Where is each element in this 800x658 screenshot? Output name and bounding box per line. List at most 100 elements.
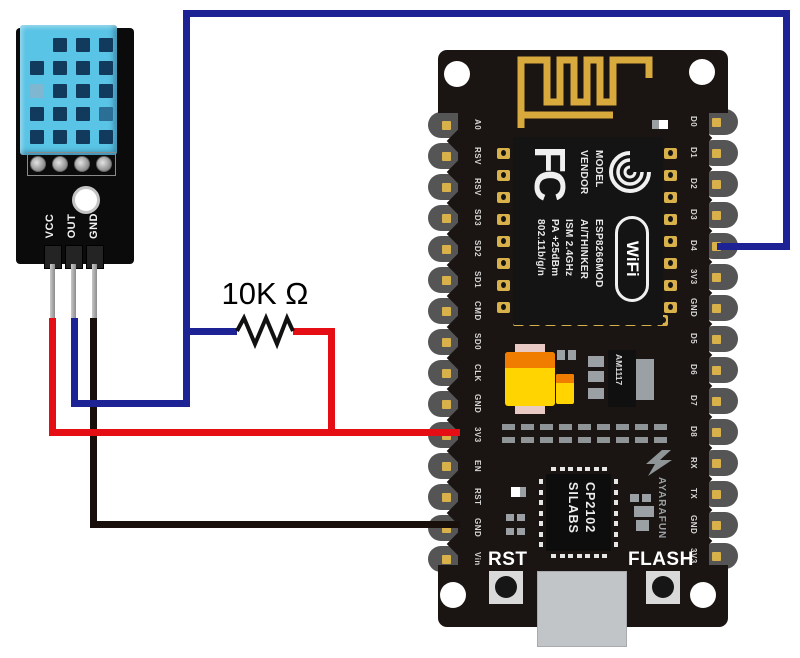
sensor-hole <box>53 38 67 52</box>
solder-joint <box>96 156 112 172</box>
solder-pad <box>597 437 610 443</box>
resistor-lead-left <box>190 328 237 335</box>
sensor-hole <box>99 38 113 52</box>
mounting-hole <box>690 582 716 608</box>
gnd-pin <box>92 264 97 320</box>
wifi-logo: WiFi <box>615 216 649 302</box>
solder-pad <box>654 437 667 443</box>
regulator-label: AM1117 <box>614 354 624 386</box>
pin-contact <box>442 493 451 502</box>
pin-contact <box>712 366 721 375</box>
wifi-antenna-trace <box>517 56 653 128</box>
chip-pin <box>614 521 618 526</box>
data-wire-right-drop <box>783 10 790 250</box>
flash-button[interactable] <box>646 571 680 604</box>
regulator-leg <box>588 388 604 399</box>
regulator-leg <box>588 356 604 367</box>
solder-pad <box>521 437 534 443</box>
pin-contact <box>442 338 451 347</box>
data-wire-top <box>183 10 790 17</box>
chip-pin <box>585 554 590 558</box>
sensor-hole <box>30 107 44 121</box>
chip-pin <box>614 479 618 484</box>
edge-notch <box>446 532 470 555</box>
edge-notch <box>446 284 470 307</box>
pin-contact <box>712 180 721 189</box>
vcc-wire-vertical <box>49 318 56 436</box>
voltage-regulator <box>608 350 636 407</box>
solder-pad <box>654 424 667 430</box>
sensor-hole <box>99 61 113 75</box>
dht11-module: VCC OUT GND <box>16 25 134 269</box>
pin-label-sd1: SD1 <box>473 271 482 289</box>
usb-uart-chip <box>546 474 611 551</box>
chip-pin <box>602 467 607 471</box>
sensor-hole <box>30 84 44 98</box>
sensor-hole <box>99 84 113 98</box>
pin-contact <box>442 121 451 130</box>
pin-contact <box>712 149 721 158</box>
esp-castellation <box>497 280 510 291</box>
pin-label-sd0: SD0 <box>473 333 482 351</box>
edge-notch <box>446 253 470 276</box>
ai-thinker-logo <box>609 151 651 193</box>
chip-pin <box>614 489 618 495</box>
esp-text-vendor-label: VENDOR <box>578 150 589 195</box>
sensor-hole <box>76 107 90 121</box>
resistor-symbol <box>235 312 295 350</box>
sensor-hole <box>76 38 90 52</box>
chip-pin <box>576 554 582 558</box>
esp-text-standard: 802.11b/g/n <box>535 219 546 277</box>
sensor-hole <box>53 61 67 75</box>
chip-pin <box>614 531 618 537</box>
pin-label-en: EN <box>473 459 482 473</box>
edge-notch <box>446 408 470 431</box>
smd-pad <box>557 350 565 360</box>
solder-joint <box>74 156 90 172</box>
usb-connector[interactable] <box>537 571 627 647</box>
sensor-hole <box>53 130 67 144</box>
pin-contact <box>442 462 451 471</box>
pin-contact <box>712 397 721 406</box>
sensor-hole <box>53 84 67 98</box>
pin-label-cmd: CMD <box>473 301 482 321</box>
edge-notch <box>446 439 470 462</box>
data-wire-riser <box>183 10 190 407</box>
edge-notch <box>446 315 470 338</box>
chip-pin <box>614 542 618 547</box>
rst-button[interactable] <box>489 571 523 604</box>
pin-contact <box>442 245 451 254</box>
resistor-lead-right <box>293 328 335 335</box>
pin-contact <box>712 490 721 499</box>
esp-castellation <box>497 148 510 159</box>
edge-notch <box>446 377 470 400</box>
tantalum-capacitor-small <box>556 374 574 404</box>
chip-pin <box>614 500 618 505</box>
solder-joint <box>30 156 46 172</box>
sensor-hole <box>53 107 67 121</box>
pin-label-gnd: GND <box>473 518 482 538</box>
chip-pin <box>539 500 543 505</box>
chip-pin <box>551 467 556 471</box>
pin-contact <box>712 273 721 282</box>
mounting-hole <box>440 582 466 608</box>
pin-label-3v3: 3V3 <box>473 427 482 443</box>
flash-button-label: FLASH <box>628 549 694 570</box>
smd-pad <box>506 528 514 535</box>
pin-label-d8: D8 <box>689 426 698 438</box>
solder-pad <box>502 424 515 430</box>
esp-castellation <box>664 148 677 159</box>
smd-pad <box>517 528 525 535</box>
esp-castellation <box>664 236 677 247</box>
esp-castellation <box>497 192 510 203</box>
esp-text-model-value: ESP8266MOD <box>593 219 604 288</box>
regulator-leg <box>588 371 604 382</box>
smd-pad <box>634 506 654 517</box>
sensor-hole <box>99 107 113 121</box>
pin-label-a0: A0 <box>473 119 482 131</box>
pin-contact <box>442 400 451 409</box>
esp-castellation <box>497 258 510 269</box>
smd-pad <box>630 494 639 502</box>
pin-label-vin: Vin <box>473 552 482 566</box>
